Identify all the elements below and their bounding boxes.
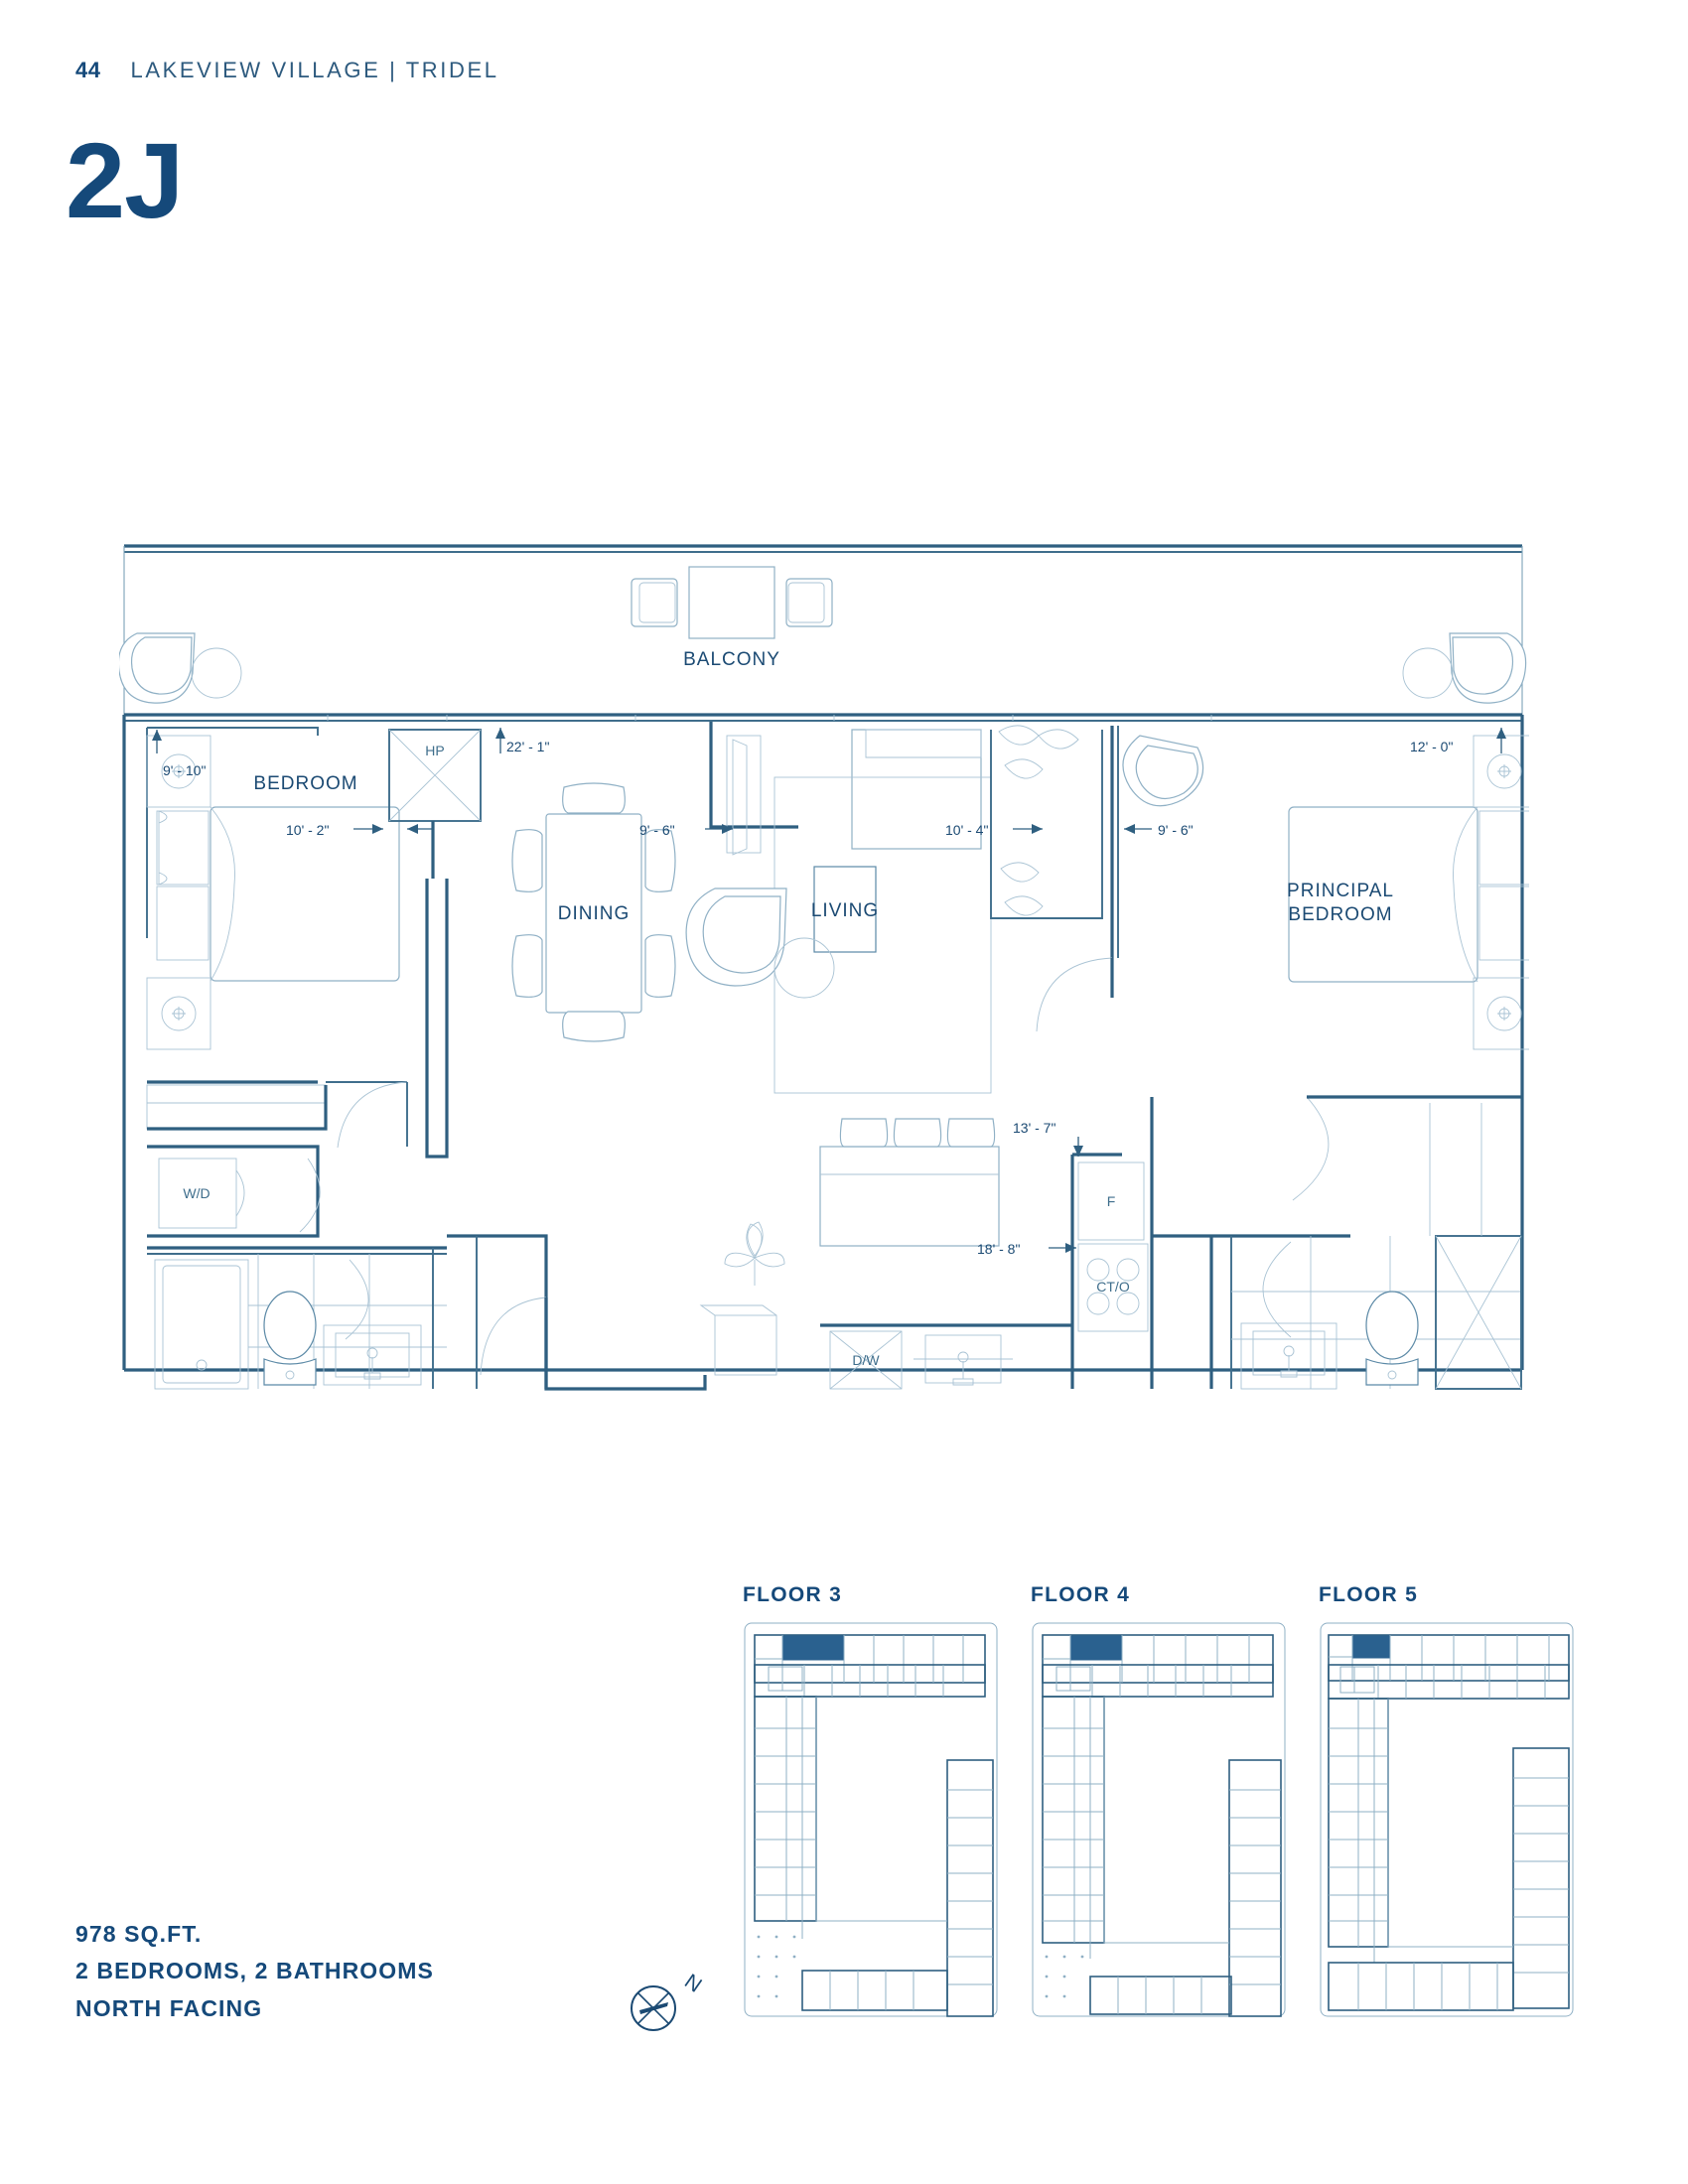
bedroom-door-swing xyxy=(337,1081,408,1149)
suite-envelope xyxy=(122,713,1524,1372)
key-plans: FLOOR 3 .kline{fill:none;stroke:#8fb0c5;… xyxy=(743,1583,1574,2040)
ensuite-door-swing xyxy=(1262,1241,1292,1338)
label-cooktop-oven: CT/O xyxy=(1096,1279,1130,1295)
floor-plan-drawing: .w-thick{fill:none;stroke:#2f5f80;stroke… xyxy=(119,541,1529,1484)
bathroom-main xyxy=(147,1246,447,1390)
fridge xyxy=(1077,1161,1145,1241)
spec-orientation: NORTH FACING xyxy=(75,1994,263,2021)
balcony-side-table-right xyxy=(1402,647,1454,699)
principal-bed xyxy=(1288,806,1478,983)
entry-bench xyxy=(714,1314,777,1376)
spec-rooms: 2 BEDROOMS, 2 BATHROOMS xyxy=(75,1958,434,1984)
highlighted-unit xyxy=(781,1635,845,1661)
room-bedroom: BEDROOM xyxy=(146,727,408,1149)
kitchen-island xyxy=(819,1146,1000,1247)
walk-in-door-swing xyxy=(1292,1096,1330,1201)
foyer-plant xyxy=(724,1221,785,1286)
dim-living-width: 10' - 4" xyxy=(945,822,988,838)
key-plan-label-floor-4: FLOOR 4 xyxy=(1031,1583,1131,1606)
entry-corridor xyxy=(709,722,798,856)
room-label-principal-line2: BEDROOM xyxy=(1288,904,1392,925)
room-living: LIVING xyxy=(685,725,1103,1094)
principal-accent-chair xyxy=(1122,735,1204,807)
bathroom-door-swing xyxy=(345,1259,369,1340)
cooktop-oven xyxy=(1077,1243,1149,1332)
entry-foyer xyxy=(447,1221,785,1391)
room-label-dining: DINING xyxy=(558,903,631,924)
entry-closet xyxy=(726,735,762,854)
kitchen: F CT/O D/W xyxy=(819,1097,1154,1390)
room-principal-bedroom: PRINCIPAL BEDROOM xyxy=(1036,726,1529,1050)
vanity-ensuite xyxy=(1240,1322,1337,1390)
dim-bedroom-depth: 10' - 2" xyxy=(286,822,329,838)
dim-principal-width: 12' - 0" xyxy=(1410,739,1453,754)
label-fridge: F xyxy=(1107,1193,1116,1209)
room-label-living: LIVING xyxy=(811,900,879,921)
room-label-balcony: BALCONY xyxy=(683,649,780,670)
balcony-chair-left xyxy=(119,632,196,704)
page-number: 44 xyxy=(75,58,101,82)
compass-north-label: N xyxy=(680,1970,706,1997)
kitchen-stools xyxy=(839,1118,996,1148)
balcony-table xyxy=(688,566,775,639)
spec-area: 978 SQ.FT. xyxy=(75,1921,203,1947)
dim-kitchen-depth: 13' - 7" xyxy=(1013,1120,1055,1136)
living-sofa xyxy=(851,729,982,850)
bedroom-pillows xyxy=(156,810,210,961)
dim-dining-depth: 9' - 6" xyxy=(639,822,675,838)
dim-bedroom-width: 9' - 10" xyxy=(163,762,206,778)
highlighted-unit xyxy=(1069,1635,1123,1661)
heat-pump-closet: HP xyxy=(388,729,482,822)
project-title: LAKEVIEW VILLAGE | TRIDEL xyxy=(130,58,499,82)
washer-dryer-unit xyxy=(158,1158,237,1229)
suite-specs: 978 SQ.FT. 2 BEDROOMS, 2 BATHROOMS NORTH… xyxy=(75,1916,434,2027)
room-dining: DINING xyxy=(425,782,676,1159)
principal-pillows xyxy=(1478,810,1529,961)
dimension-annotations: 9' - 10" 10' - 2" 22' - 1" 9' - 6" 10' -… xyxy=(152,728,1506,1257)
balcony-table-set xyxy=(631,566,833,639)
dishwasher xyxy=(829,1330,903,1390)
suite-code: 2J xyxy=(66,120,184,240)
laundry-closet: W/D xyxy=(147,1145,321,1238)
balcony-chair-a xyxy=(631,578,678,627)
key-plan-floor-3: FLOOR 3 .kline{fill:none;stroke:#8fb0c5;… xyxy=(743,1583,1001,2018)
dim-dining-width: 22' - 1" xyxy=(506,739,549,754)
laundry-door-swing xyxy=(299,1158,321,1233)
dim-living-depth: 9' - 6" xyxy=(1158,822,1194,838)
label-dishwasher: D/W xyxy=(852,1352,880,1368)
balcony-area: BALCONY xyxy=(119,544,1527,715)
principal-door-swing xyxy=(1036,957,1113,1032)
shower-ensuite xyxy=(1435,1235,1522,1390)
balcony-side-table-left xyxy=(191,647,242,699)
key-plan-floor-5: FLOOR 5 .kline{fill:none;stroke:#8fb0c5;… xyxy=(1319,1583,1577,2018)
label-washer-dryer: W/D xyxy=(183,1185,210,1201)
vanity-main xyxy=(323,1324,422,1386)
toilet-ensuite xyxy=(1365,1291,1419,1386)
living-side-table xyxy=(774,937,835,999)
page-header: 44 LAKEVIEW VILLAGE | TRIDEL xyxy=(75,58,499,83)
bathroom-ensuite xyxy=(1152,1095,1522,1390)
bathtub xyxy=(154,1259,249,1390)
balcony-chair-right xyxy=(1449,632,1527,704)
dim-kitchen-width: 18' - 8" xyxy=(977,1241,1020,1257)
living-coffee-table xyxy=(813,866,877,953)
bedroom-nightstand-lamp-bottom xyxy=(161,996,197,1031)
entry-door-swing xyxy=(480,1297,547,1376)
key-plan-floor-4: FLOOR 4 .kline{fill:none;stroke:#8fb0c5;… xyxy=(1031,1583,1289,2018)
bedroom-bed xyxy=(210,806,400,982)
bedroom-nightstand-lamp-top xyxy=(161,753,197,789)
balcony-chair-b xyxy=(785,578,833,627)
key-plan-label-floor-3: FLOOR 3 xyxy=(743,1583,843,1606)
highlighted-unit xyxy=(1351,1635,1391,1659)
key-plan-label-floor-5: FLOOR 5 xyxy=(1319,1583,1419,1606)
living-plant xyxy=(998,725,1079,916)
toilet-main xyxy=(263,1291,317,1386)
north-compass: N xyxy=(626,1961,715,2040)
label-heat-pump: HP xyxy=(425,743,444,758)
room-label-bedroom: BEDROOM xyxy=(253,773,357,794)
living-accent-chair xyxy=(685,887,787,987)
room-label-principal-line1: PRINCIPAL xyxy=(1287,881,1394,901)
